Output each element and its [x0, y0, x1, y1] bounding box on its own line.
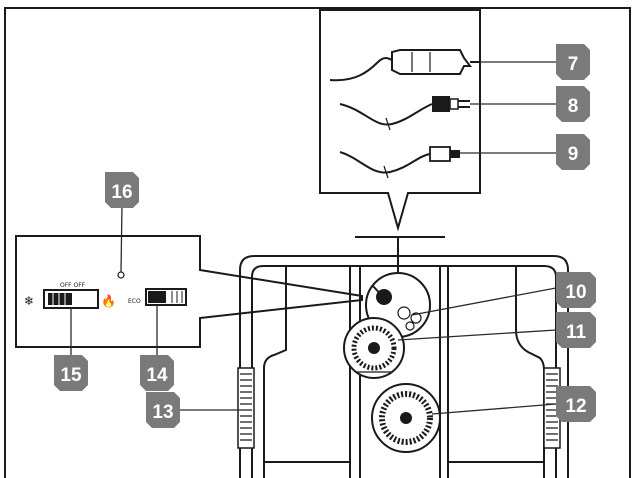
- snowflake-icon: ❄: [24, 294, 34, 308]
- lower-fan: [371, 383, 441, 453]
- callout-7: 7: [556, 44, 590, 80]
- callout-label: 7: [568, 54, 579, 75]
- callout-label: 16: [111, 182, 132, 203]
- outer-frame: [4, 7, 631, 478]
- callout-label: 15: [60, 365, 82, 386]
- cooler-body: [237, 255, 569, 478]
- power-mode-switch[interactable]: [43, 289, 99, 309]
- callout-12: 12: [556, 386, 596, 422]
- callout-label: 11: [566, 322, 587, 343]
- leader-lines: [70, 204, 557, 415]
- callout-11: 11: [556, 312, 596, 348]
- left-vent: [237, 367, 255, 449]
- indicator-led: [117, 271, 125, 279]
- control-panel-inset: ❄ OFF OFF 🔥 ECO: [15, 235, 363, 348]
- callout-label: 10: [565, 282, 586, 303]
- car-plug-cable: [329, 49, 480, 82]
- callout-label: 12: [565, 396, 586, 417]
- callout-label: 8: [568, 96, 579, 117]
- eco-max-switch[interactable]: [145, 288, 187, 306]
- upper-fan: [343, 317, 405, 379]
- callout-10: 10: [556, 272, 596, 308]
- callout-16: 16: [105, 172, 139, 208]
- callout-label: 14: [146, 365, 168, 386]
- power-switch-label: OFF OFF: [60, 282, 86, 289]
- callout-13: 13: [146, 392, 180, 428]
- mode-switch-label: ECO: [128, 298, 141, 305]
- callout-15: 15: [54, 355, 88, 391]
- flame-icon: 🔥: [101, 294, 116, 308]
- mains-plug-cable: [339, 96, 470, 131]
- callout-9: 9: [556, 134, 590, 170]
- callout-8: 8: [556, 86, 590, 122]
- callout-label: 9: [568, 144, 579, 165]
- cables-inset: [319, 9, 556, 232]
- callout-label: 13: [152, 402, 173, 423]
- usb-cable: [339, 146, 460, 179]
- callout-14: 14: [140, 355, 174, 391]
